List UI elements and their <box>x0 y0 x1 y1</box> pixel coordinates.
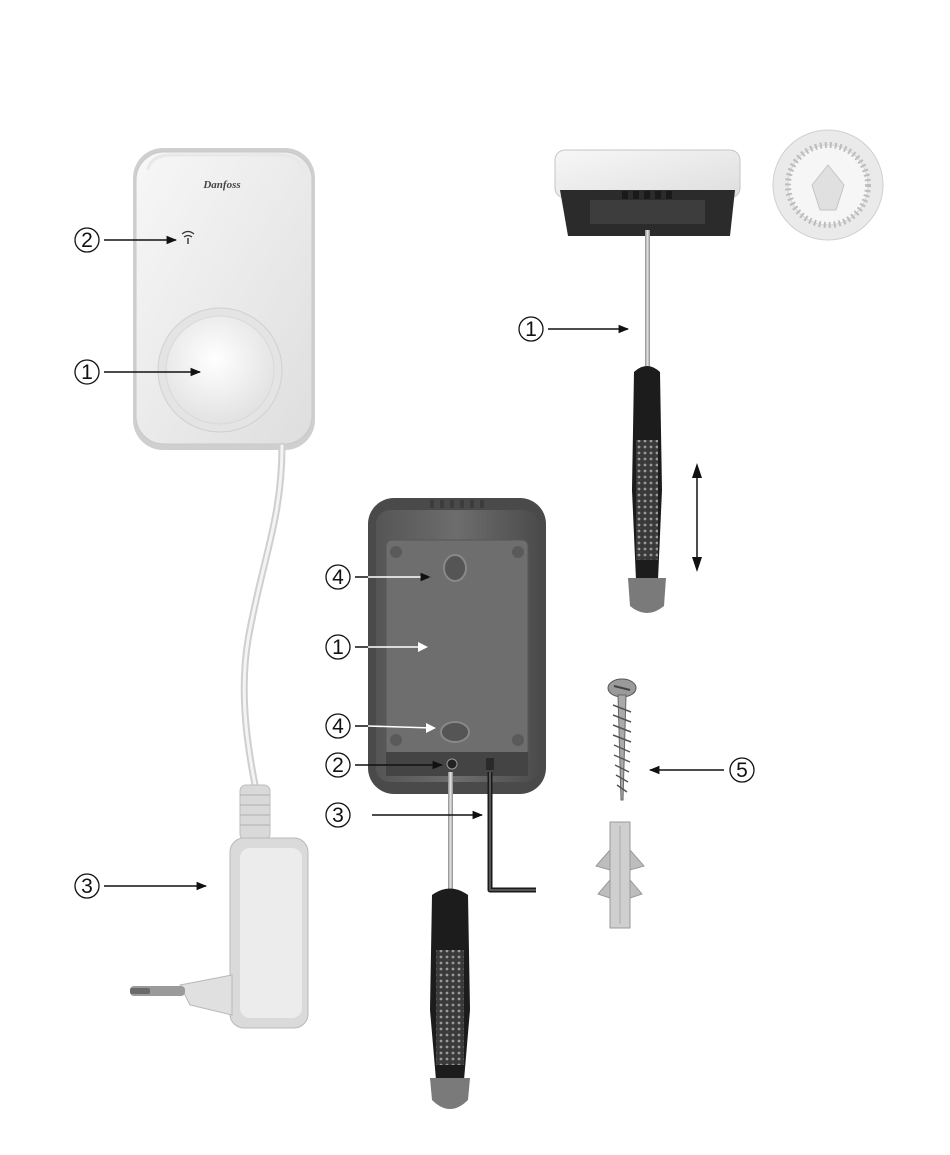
callout-label: 1 <box>332 636 344 659</box>
callout-hex-key: 3 <box>326 803 482 827</box>
receiver-push-button <box>166 316 274 424</box>
plate-screw <box>447 759 457 769</box>
callout-label: 2 <box>332 754 344 777</box>
receiver-unit-front: Danfoss <box>133 148 315 450</box>
callout-label: 3 <box>332 804 344 827</box>
callout-power-adapter: 3 <box>75 874 206 898</box>
callout-label: 3 <box>81 875 93 898</box>
wall-plug <box>596 822 644 928</box>
callout-label: 4 <box>332 566 344 589</box>
mounting-hole-bottom <box>441 722 469 742</box>
brand-logo: Danfoss <box>202 179 240 191</box>
cable-strain-relief <box>240 785 270 840</box>
callout-label: 1 <box>525 318 537 341</box>
power-adapter <box>130 838 308 1028</box>
callout-screw-and-plug: 5 <box>650 758 754 782</box>
wall-screw <box>608 679 636 800</box>
callout-label: 5 <box>736 759 748 782</box>
callout-label: 4 <box>332 715 344 738</box>
receiver-unit-back <box>368 498 546 794</box>
double-arrow-icon <box>692 463 702 572</box>
screwdriver-bottom <box>430 772 470 1109</box>
thermostat-dial <box>773 130 883 240</box>
mounting-hole-top <box>444 555 466 581</box>
callout-label: 2 <box>81 229 93 252</box>
callout-screwdriver-tip: 1 <box>519 317 628 341</box>
room-thermostat-underside <box>555 150 740 236</box>
screwdriver-top <box>628 230 666 613</box>
callout-label: 1 <box>81 361 93 384</box>
